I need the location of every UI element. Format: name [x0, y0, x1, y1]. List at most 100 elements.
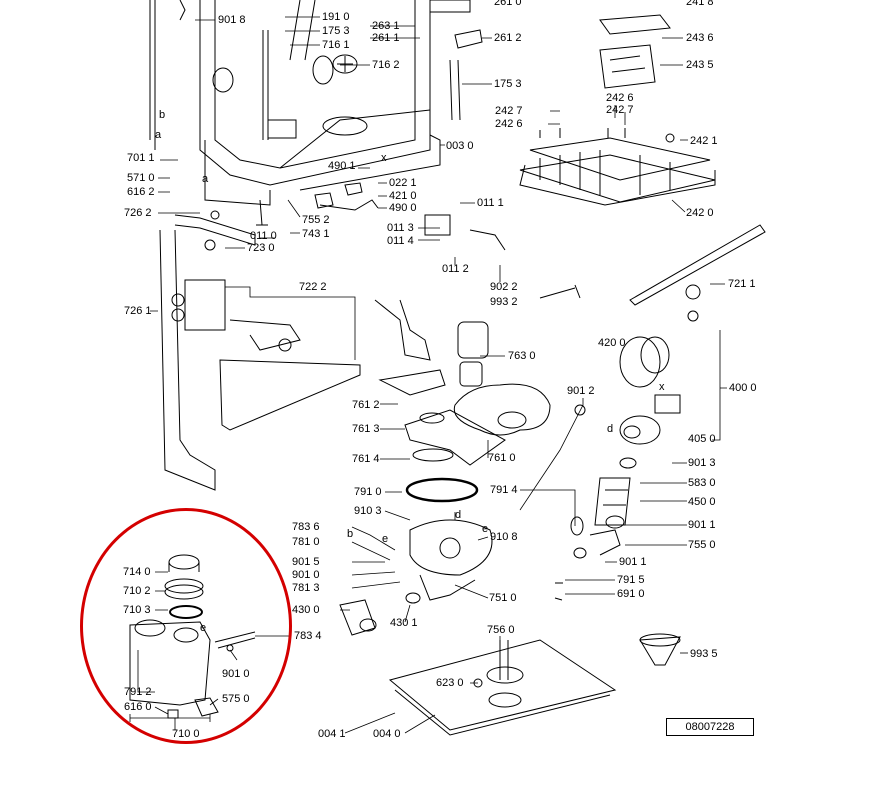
part-label: 616 2 — [127, 186, 155, 198]
part-label: 175 3 — [494, 78, 522, 90]
part-label: 910 8 — [490, 531, 518, 543]
part-label: 011 0 — [250, 230, 277, 242]
part-label: 011 4 — [387, 235, 414, 247]
part-label: 722 2 — [299, 281, 327, 293]
document-code-box: 08007228 — [666, 718, 754, 736]
part-label: 242 1 — [690, 135, 718, 147]
part-label: 710 0 — [172, 728, 200, 740]
part-label: 616 0 — [124, 701, 152, 713]
part-label: 761 2 — [352, 399, 380, 411]
part-label: 011 3 — [387, 222, 414, 234]
base-frame — [388, 582, 681, 736]
part-label: 791 5 — [617, 574, 645, 586]
letter-label: d — [455, 509, 462, 521]
part-label: 791 4 — [490, 484, 518, 496]
part-label: 781 0 — [292, 536, 320, 548]
basket-parts — [519, 14, 716, 206]
part-label: 004 0 — [373, 728, 401, 740]
tub-frame — [149, 0, 483, 206]
letter-label: e — [482, 523, 489, 535]
part-label: 761 4 — [352, 453, 380, 465]
part-label: 761 0 — [488, 452, 516, 464]
part-label: 755 2 — [302, 214, 330, 226]
part-label: 571 0 — [127, 172, 155, 184]
part-label: 710 2 — [123, 585, 151, 597]
part-label: 781 3 — [292, 582, 320, 594]
part-label: 791 0 — [354, 486, 382, 498]
part-label: 490 1 — [328, 160, 356, 172]
part-label: 242 7 — [495, 105, 523, 117]
pump-sump-parts — [314, 182, 581, 636]
part-label: 901 1 — [619, 556, 647, 568]
part-label: 583 0 — [688, 477, 716, 489]
part-label: 450 0 — [688, 496, 716, 508]
part-label: 243 6 — [686, 32, 714, 44]
part-label: 261 1 — [372, 32, 400, 44]
part-label: 242 0 — [686, 207, 714, 219]
part-label: 901 2 — [567, 385, 595, 397]
letter-label: e — [200, 622, 207, 634]
letter-label: a — [155, 129, 162, 141]
part-label: 710 3 — [123, 604, 151, 616]
letter-label: a — [202, 173, 209, 185]
part-label: 716 1 — [322, 39, 350, 51]
letter-label: x — [659, 381, 665, 393]
part-label: 901 1 — [688, 519, 716, 531]
part-label: 910 3 — [354, 505, 382, 517]
part-label: 191 0 — [322, 11, 350, 23]
part-label: 993 5 — [690, 648, 718, 660]
part-label: 242 7 — [606, 104, 634, 116]
part-label: 430 1 — [390, 617, 418, 629]
part-label: 400 0 — [729, 382, 757, 394]
part-label: 761 3 — [352, 423, 380, 435]
part-label: 575 0 — [222, 693, 250, 705]
part-label: 901 0 — [222, 668, 250, 680]
part-label: 623 0 — [436, 677, 464, 689]
part-label: 714 0 — [123, 566, 151, 578]
part-label: 763 0 — [508, 350, 536, 362]
part-label: 726 2 — [124, 207, 152, 219]
part-label: 701 1 — [127, 152, 155, 164]
part-label: 756 0 — [487, 624, 515, 636]
leader-lines — [129, 16, 727, 734]
highlight-circle — [80, 508, 292, 744]
part-label: 004 1 — [318, 728, 346, 740]
part-label: 490 0 — [389, 202, 417, 214]
part-label: 783 6 — [292, 521, 320, 533]
part-label: 723 0 — [247, 242, 275, 254]
part-label: 783 4 — [294, 630, 322, 642]
part-label: 242 6 — [495, 118, 523, 130]
letter-label: e — [382, 533, 389, 545]
part-label: 902 2 — [490, 281, 518, 293]
part-label: 261 0 — [494, 0, 522, 8]
part-label: 003 0 — [446, 140, 474, 152]
part-label: 721 1 — [728, 278, 756, 290]
part-label: 421 0 — [389, 190, 417, 202]
part-label: 716 2 — [372, 59, 400, 71]
letter-label: x — [381, 152, 387, 164]
part-label: 901 0 — [292, 569, 320, 581]
part-label: 993 2 — [490, 296, 518, 308]
part-label: 901 3 — [688, 457, 716, 469]
part-label: 011 2 — [442, 263, 469, 275]
spray-arm-manifold — [159, 199, 361, 491]
part-label: 743 1 — [302, 228, 330, 240]
part-label: 405 0 — [688, 433, 716, 445]
part-label: 261 2 — [494, 32, 522, 44]
part-label: 901 8 — [218, 14, 246, 26]
part-label: 263 1 — [372, 20, 400, 32]
part-label: 175 3 — [322, 25, 350, 37]
upper-spray-arm — [629, 224, 766, 322]
part-label: 430 0 — [292, 604, 320, 616]
part-label: 755 0 — [688, 539, 716, 551]
part-label: 751 0 — [489, 592, 517, 604]
part-label: 242 6 — [606, 92, 634, 104]
part-label: 022 1 — [389, 177, 417, 189]
part-label: 791 2 — [124, 686, 152, 698]
part-label: 011 1 — [477, 197, 504, 209]
part-label: 243 5 — [686, 59, 714, 71]
part-label: 241 8 — [686, 0, 714, 8]
part-label: 726 1 — [124, 305, 152, 317]
part-label: 901 5 — [292, 556, 320, 568]
part-label: 420 0 — [598, 337, 626, 349]
